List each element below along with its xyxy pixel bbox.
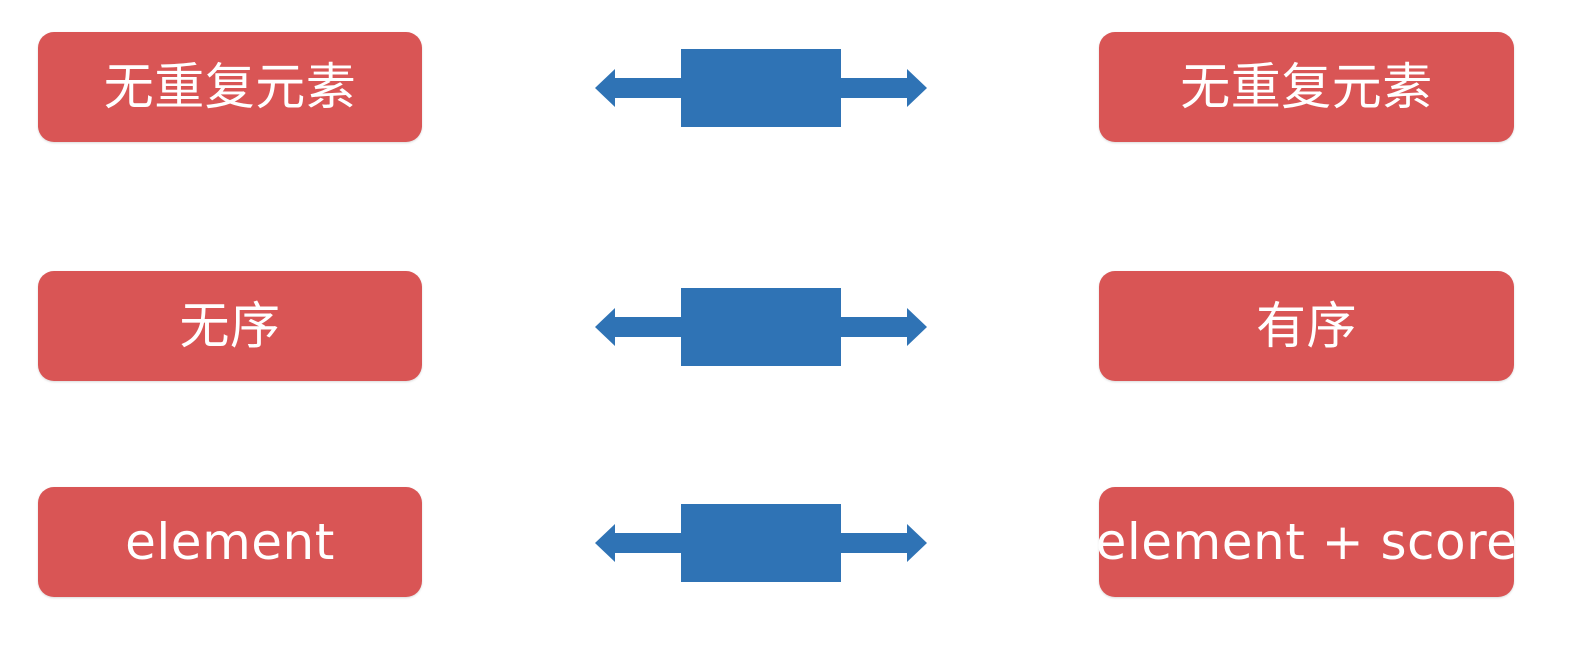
double-arrow-icon — [595, 49, 927, 127]
left-box-2: 无序 — [38, 271, 422, 381]
left-box-label-1: 无重复元素 — [103, 58, 357, 116]
left-box-3: element — [38, 487, 422, 597]
right-box-3: element + score — [1096, 487, 1517, 597]
left-box-label-3: element — [125, 513, 335, 571]
comparison-row-3: element element + score — [0, 487, 1574, 599]
comparison-row-2: 无序 有序 — [0, 271, 1574, 383]
double-arrow-icon — [595, 504, 927, 582]
left-box-1: 无重复元素 — [38, 32, 422, 142]
right-box-label-1: 无重复元素 — [1180, 58, 1433, 116]
right-box-2: 有序 — [1099, 271, 1514, 381]
double-arrow-icon — [595, 288, 927, 366]
right-box-label-2: 有序 — [1256, 297, 1357, 355]
comparison-row-1: 无重复元素 无重复元素 — [0, 32, 1574, 144]
left-box-label-2: 无序 — [179, 297, 281, 355]
right-box-label-3: element + score — [1095, 513, 1518, 571]
right-box-1: 无重复元素 — [1099, 32, 1514, 142]
